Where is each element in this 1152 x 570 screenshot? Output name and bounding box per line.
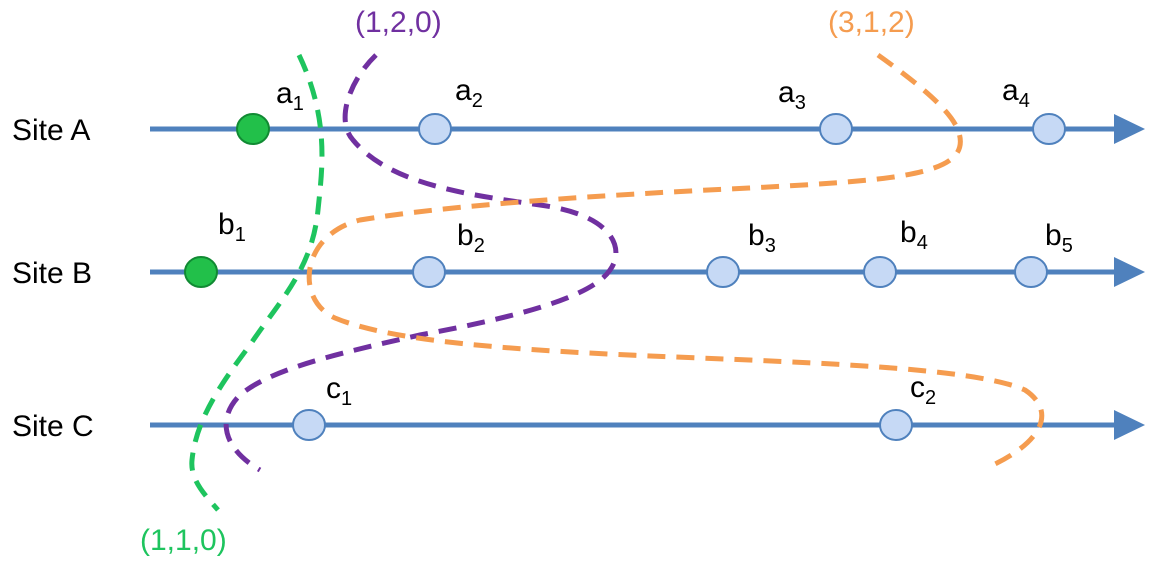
event-a4 [1032,113,1066,145]
cut-label-2: (1,2,0) [355,6,442,39]
event-label-subscript: 3 [795,92,806,114]
event-label-b2: b2 [457,219,485,257]
timeline-arrowhead [1114,410,1145,440]
event-label-subscript: 5 [1062,235,1073,257]
event-b3 [706,256,740,288]
events [184,113,1066,441]
timeline-arrowhead [1114,257,1145,287]
event-label-subscript: 3 [765,235,776,257]
event-label-name: b [457,219,474,252]
site-label: Site A [12,114,90,147]
event-label-name: b [748,219,765,252]
event-b1 [184,256,218,288]
event-c1 [292,409,326,441]
cut-line-1 [189,53,325,512]
consistent-cuts [189,52,1045,512]
event-label-c1: c1 [326,372,352,410]
cut-line-2 [223,53,619,473]
event-b5 [1014,256,1048,288]
event-label-name: a [778,76,795,109]
event-label-c2: c2 [910,371,936,409]
event-label-subscript: 2 [925,387,936,409]
event-label-a3: a3 [778,76,806,114]
event-label-name: a [276,77,293,110]
event-label-a4: a4 [1002,74,1030,112]
event-a1 [236,113,270,145]
event-label-subscript: 2 [474,235,485,257]
event-label-name: a [455,74,472,107]
event-label-subscript: 1 [293,93,304,115]
site-label: Site C [12,410,94,443]
event-label-name: c [326,372,341,405]
event-label-b3: b3 [748,219,776,257]
cut-line-3 [306,52,1045,468]
cut-label-3: (3,1,2) [828,6,915,39]
labels: Site A Site B Site C (1,1,0) (1,2,0) (3,1,2) a… [12,6,1073,557]
event-label-a1: a1 [276,77,304,115]
event-a2 [418,113,452,145]
event-b2 [412,256,446,288]
event-label-name: b [1045,219,1062,252]
site-label: Site B [12,257,92,290]
event-label-b5: b5 [1045,219,1073,257]
event-label-b4: b4 [900,216,928,254]
event-label-name: c [910,371,925,404]
event-label-name: b [900,216,917,249]
event-a3 [819,113,853,145]
event-label-name: a [1002,74,1019,107]
cut-label-1: (1,1,0) [140,524,227,557]
event-label-a2: a2 [455,74,483,112]
event-c2 [879,409,913,441]
timeline-arrowhead [1114,114,1145,144]
event-label-name: b [218,208,235,241]
event-b4 [863,256,897,288]
event-label-subscript: 1 [341,388,352,410]
event-label-b1: b1 [218,208,246,246]
event-label-subscript: 4 [917,232,928,254]
timelines [150,114,1145,440]
event-label-subscript: 1 [235,224,246,246]
event-label-subscript: 2 [472,90,483,112]
event-label-subscript: 4 [1019,90,1030,112]
